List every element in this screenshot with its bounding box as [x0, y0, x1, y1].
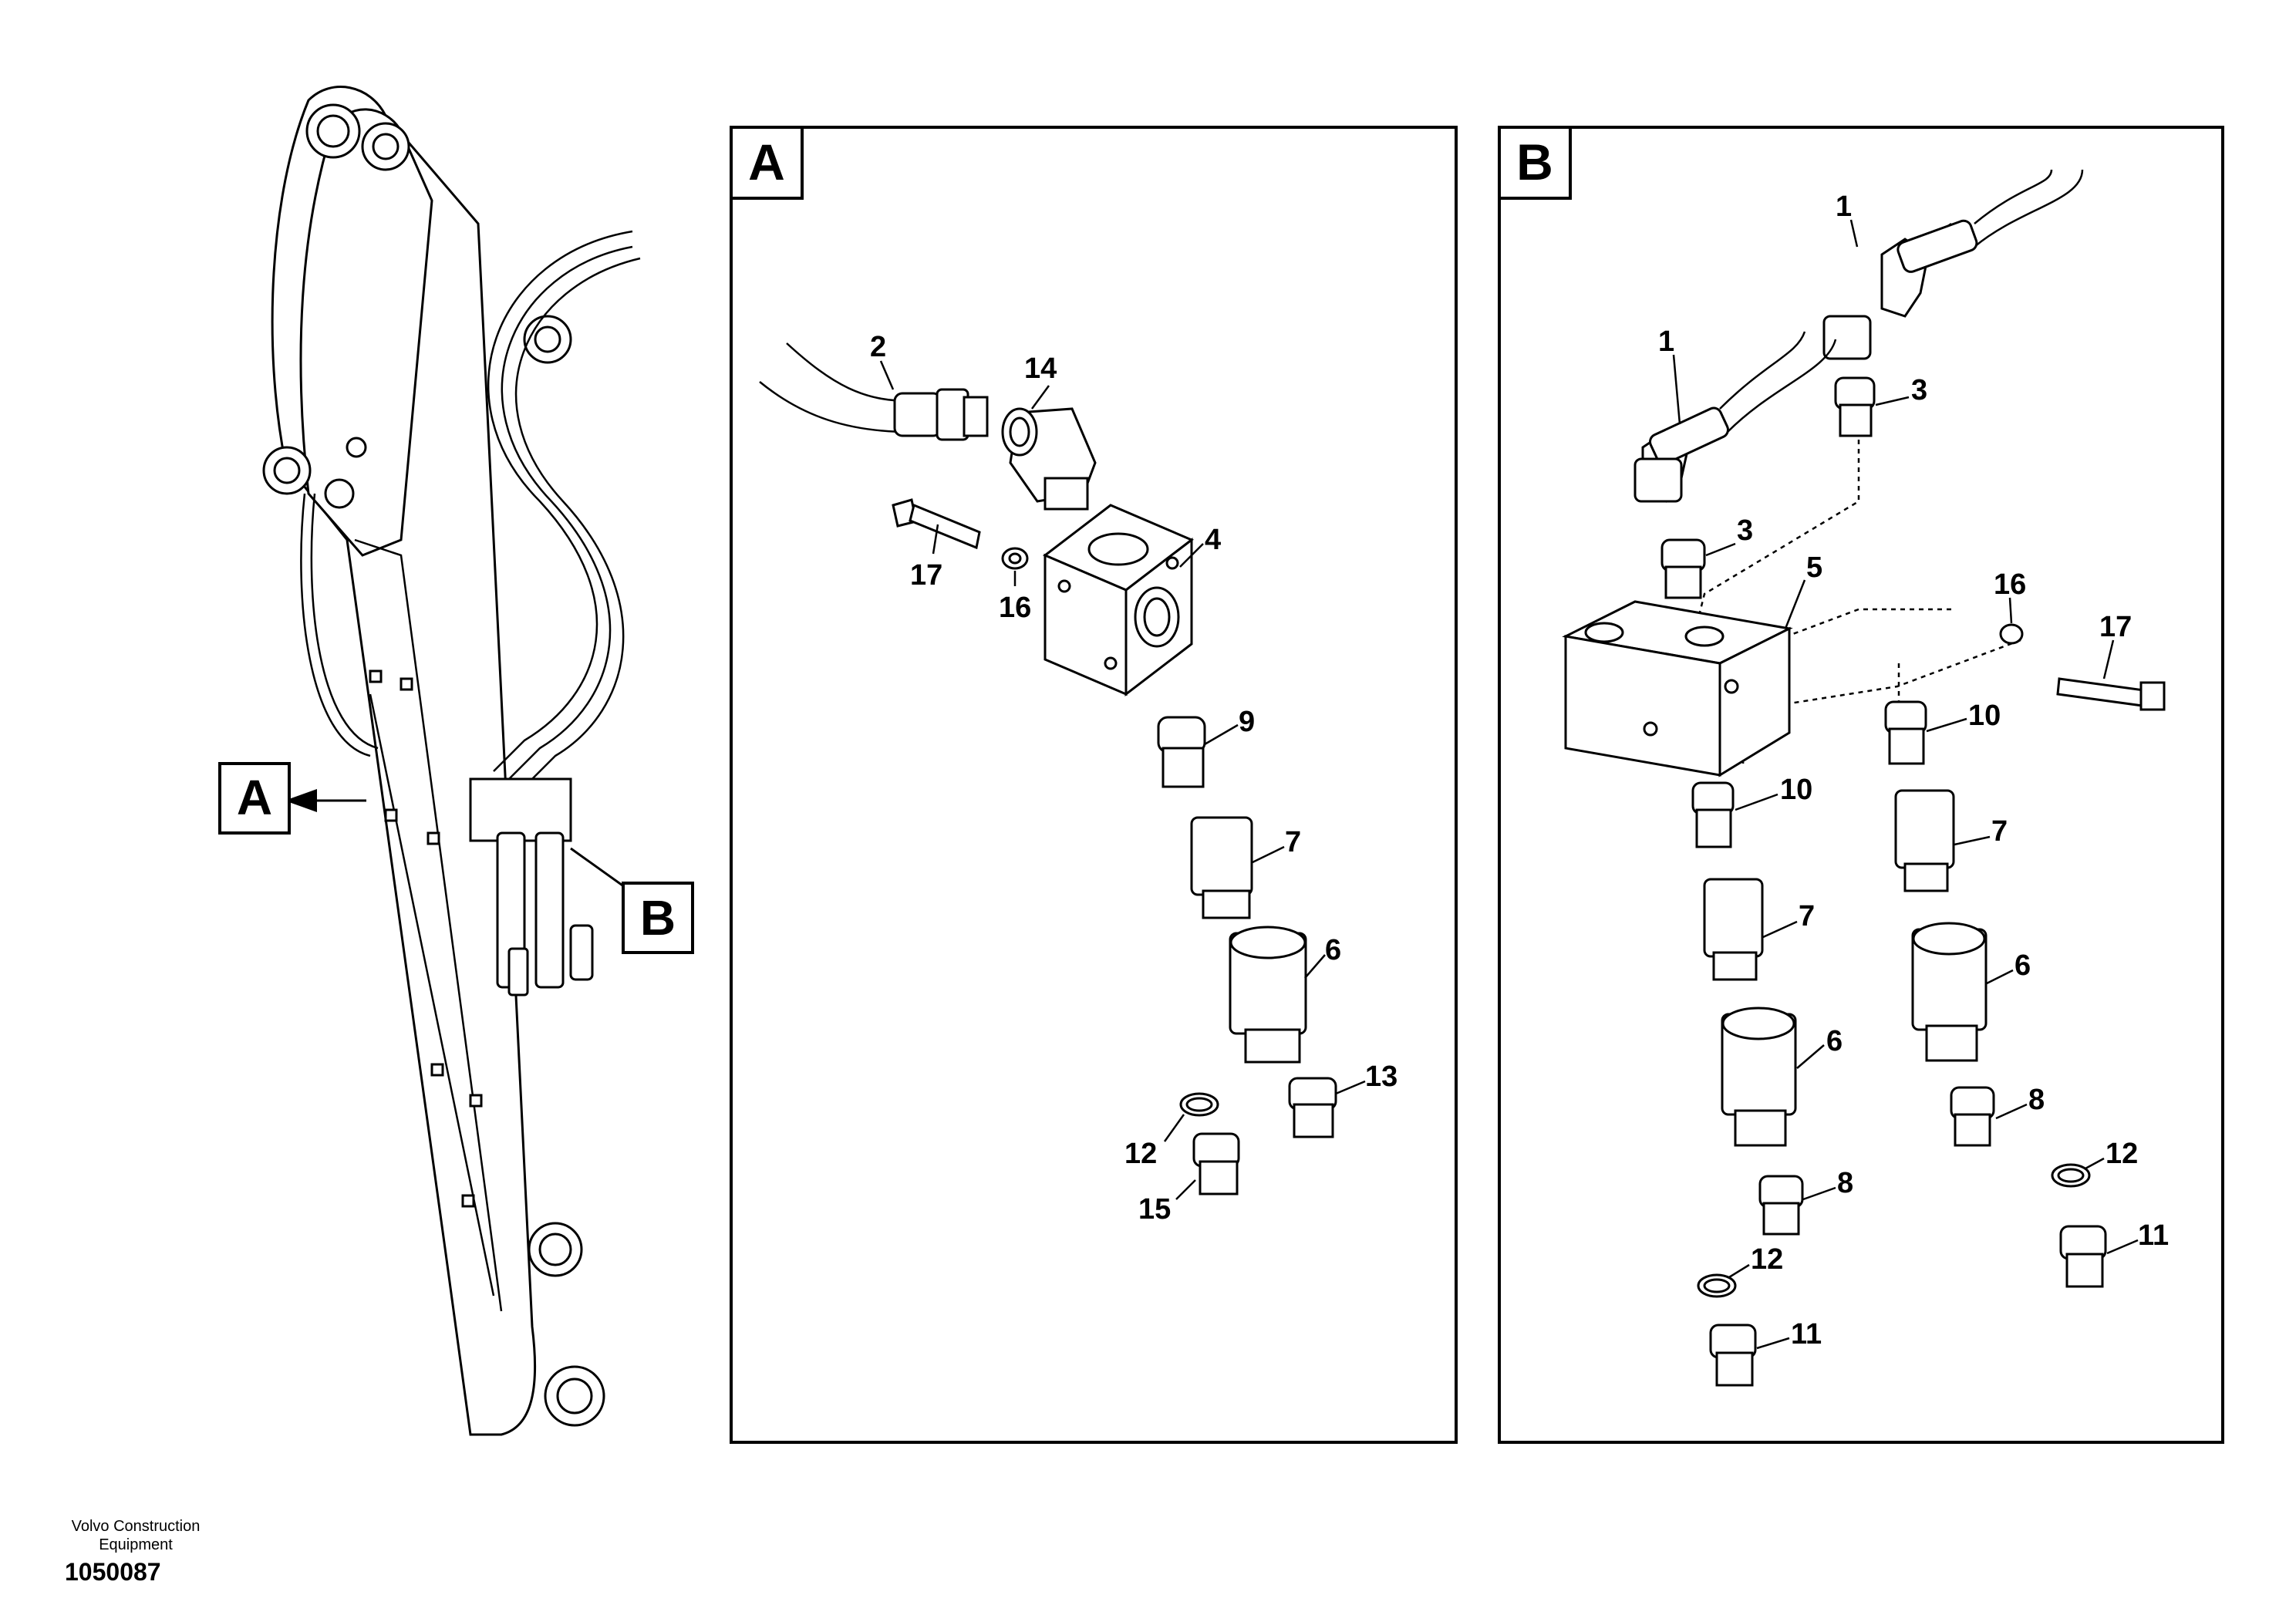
detail-b-panel: B [1498, 126, 2224, 1444]
label-b-3-lower: 3 [1737, 514, 1753, 547]
diagram-code: 1050087 [65, 1558, 161, 1586]
label-b-6-right: 6 [2014, 949, 2031, 982]
label-b-11-left: 11 [1791, 1318, 1822, 1351]
detail-a-frame [730, 126, 1458, 1444]
callout-b-label: B [640, 890, 676, 946]
brand-line-2: Equipment [99, 1536, 173, 1553]
label-b-16: 16 [1994, 568, 2026, 601]
label-a-7: 7 [1285, 826, 1301, 858]
label-a-15: 15 [1138, 1193, 1171, 1226]
callout-a[interactable]: A [218, 762, 366, 835]
detail-a-panel: A [730, 126, 1458, 1444]
arm-overview [262, 86, 641, 1436]
label-b-8-right: 8 [2028, 1084, 2045, 1116]
detail-b-frame [1498, 126, 2224, 1444]
label-b-7-left: 7 [1799, 900, 1815, 932]
label-a-2: 2 [870, 331, 886, 363]
label-b-5: 5 [1806, 551, 1822, 584]
label-a-13: 13 [1365, 1061, 1397, 1093]
callout-a-label: A [237, 770, 272, 825]
label-a-4: 4 [1205, 524, 1221, 556]
label-a-12: 12 [1124, 1138, 1157, 1170]
label-a-6: 6 [1325, 934, 1341, 966]
label-b-8-left: 8 [1837, 1167, 1853, 1199]
label-b-7-right: 7 [1991, 815, 2008, 848]
label-b-12-right: 12 [2106, 1138, 2138, 1170]
label-b-3-upper: 3 [1911, 374, 1927, 406]
brand-line-1: Volvo Construction [71, 1518, 201, 1535]
label-a-17: 17 [910, 559, 942, 592]
label-a-14: 14 [1024, 352, 1057, 385]
label-b-10-left: 10 [1780, 774, 1812, 806]
label-a-9: 9 [1239, 706, 1255, 738]
label-b-10-right: 10 [1968, 700, 2001, 732]
brand-name: Volvo Construction Equipment [43, 1517, 228, 1554]
label-b-12-left: 12 [1751, 1243, 1783, 1276]
detail-a-title: A [748, 133, 785, 191]
label-b-1-lower: 1 [1658, 325, 1674, 358]
detail-b-title: B [1516, 133, 1553, 191]
callout-b[interactable]: B [570, 847, 694, 954]
label-b-1-upper: 1 [1836, 191, 1852, 223]
label-b-11-right: 11 [2138, 1219, 2169, 1252]
label-b-17: 17 [2099, 611, 2132, 643]
label-a-16: 16 [999, 592, 1031, 624]
label-b-6-left: 6 [1826, 1025, 1843, 1057]
